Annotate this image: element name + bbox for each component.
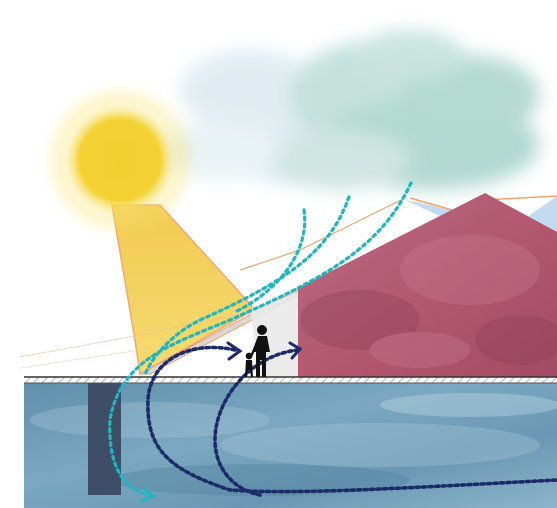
- ground-pile: [88, 383, 121, 495]
- building: [298, 193, 557, 377]
- cloud-icon: [160, 30, 540, 190]
- ground-slab: [24, 377, 557, 383]
- sun-icon: [50, 90, 190, 230]
